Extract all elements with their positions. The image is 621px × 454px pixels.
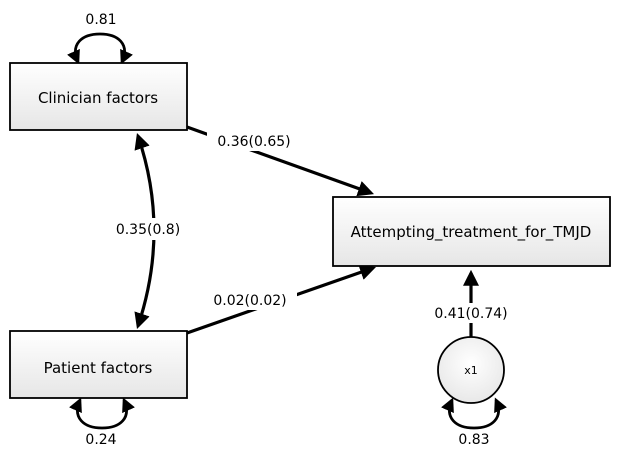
latent-variance-loop — [441, 397, 507, 430]
clinician-factors-node[interactable] — [9, 62, 188, 131]
latent-variance-label: 0.83 — [458, 432, 489, 448]
clinician-to-outcome-coef: 0.36(0.65) — [217, 134, 290, 150]
patient-variance-label: 0.24 — [85, 432, 116, 448]
latent-path-label-bg — [425, 303, 517, 323]
clinician-factors-label: Clinician factors — [38, 89, 158, 107]
clinician-variance-label: 0.81 — [85, 12, 116, 28]
patient-variance-loop — [69, 397, 135, 430]
clinician-patient-cov-coef: 0.35(0.8) — [116, 222, 180, 238]
attempting-treatment-label: Attempting_treatment_for_TMJD — [351, 223, 592, 242]
patient-factors-label: Patient factors — [44, 359, 153, 377]
patient-path-label-bg — [203, 290, 297, 310]
latent-x1-label: x1 — [464, 364, 478, 377]
patient-to-outcome-coef: 0.02(0.02) — [213, 293, 286, 309]
attempting-treatment-node[interactable] — [332, 196, 611, 267]
covariance-label-bg — [103, 218, 193, 240]
clinician-path-label-bg — [207, 131, 301, 151]
clinician-variance-loop — [67, 32, 133, 65]
latent-to-outcome-coef: 0.41(0.74) — [434, 306, 507, 322]
